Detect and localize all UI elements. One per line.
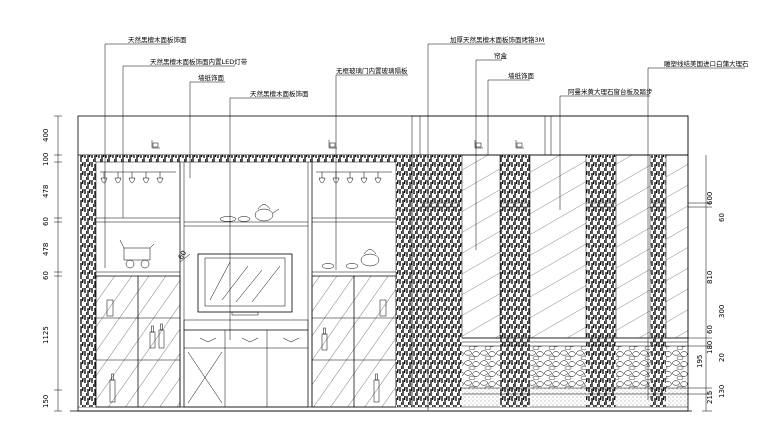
annotation-label: 雕塑线结美国进口白蒲大理石 xyxy=(664,59,749,68)
dim-right-3: 300 xyxy=(718,305,726,318)
annotation-label: 天然黑檀木面板饰面 xyxy=(128,35,187,44)
dim-right-0: 600 xyxy=(706,192,714,205)
wood-columns xyxy=(396,155,666,407)
left-dimension-chain: 400 100 478 60 478 60 1125 150 xyxy=(42,115,62,412)
teapot-decor xyxy=(219,204,280,222)
right-dimension-chain: 600 60 810 300 60 180 195 20 215 130 xyxy=(688,155,726,412)
dim-right-8: 215 xyxy=(706,391,714,404)
dim-right-9: 130 xyxy=(718,385,726,398)
television xyxy=(197,253,293,316)
tv-cabinet xyxy=(183,319,309,408)
leader-lines xyxy=(104,43,745,410)
annotation-label: 墙纸饰面 xyxy=(508,71,535,80)
dim-right-6: 195 xyxy=(696,355,704,368)
ceiling-ledge xyxy=(411,115,689,156)
dim-left-4: 478 xyxy=(42,243,50,256)
left-cabinet xyxy=(95,161,181,408)
wine-glass-rack-right xyxy=(316,171,392,184)
dim-left-7: 150 xyxy=(42,395,50,408)
annotation-label: 阿曼米黄大理石窗台板及踏步 xyxy=(568,87,653,96)
dim-left-0: 400 xyxy=(42,129,50,142)
dim-left-5: 60 xyxy=(42,271,50,280)
dim-left-1: 100 xyxy=(42,153,50,166)
dim-right-7: 20 xyxy=(718,353,726,362)
window-curtains xyxy=(461,154,689,339)
tv-wall-unit xyxy=(179,161,313,408)
annotation-label: 墙纸饰面 xyxy=(198,73,225,82)
dim-right-4: 60 xyxy=(706,325,714,334)
bottles-right xyxy=(321,299,387,403)
dim-right-2: 810 xyxy=(706,271,714,284)
cabinet-dim-mark: 60 xyxy=(177,249,188,261)
annotation-label: 帘盒 xyxy=(494,51,508,60)
dim-left-6: 1125 xyxy=(42,326,50,344)
annotation-label: 天然黑檀木面板饰面 xyxy=(250,89,309,98)
dim-right-5: 180 xyxy=(706,341,714,354)
bottles-left xyxy=(106,299,165,403)
dim-right-1: 60 xyxy=(718,213,726,222)
annotation-labels: 天然黑檀木面板饰面 天然黑檀木面板饰面内置LED灯带 墙纸饰面 天然黑檀木面板饰… xyxy=(128,35,749,98)
left-wood-panel xyxy=(80,155,96,407)
left-ceiling-band xyxy=(96,155,408,162)
ceiling-downlights xyxy=(151,140,524,149)
dim-left-2: 478 xyxy=(42,185,50,198)
annotation-label: 无框玻璃门内置玻璃隔板 xyxy=(336,66,408,75)
wine-glass-rack-left xyxy=(100,171,176,184)
dim-left-3: 60 xyxy=(42,217,50,226)
decor-object-right xyxy=(321,249,380,269)
decor-object-left xyxy=(119,239,155,269)
annotation-label: 加厚天然黑檀木面板饰面烤铬3M xyxy=(450,35,544,44)
annotation-label: 天然黑檀木面板饰面内置LED灯带 xyxy=(150,57,248,66)
stone-base xyxy=(462,346,688,407)
right-cabinet xyxy=(311,161,397,408)
